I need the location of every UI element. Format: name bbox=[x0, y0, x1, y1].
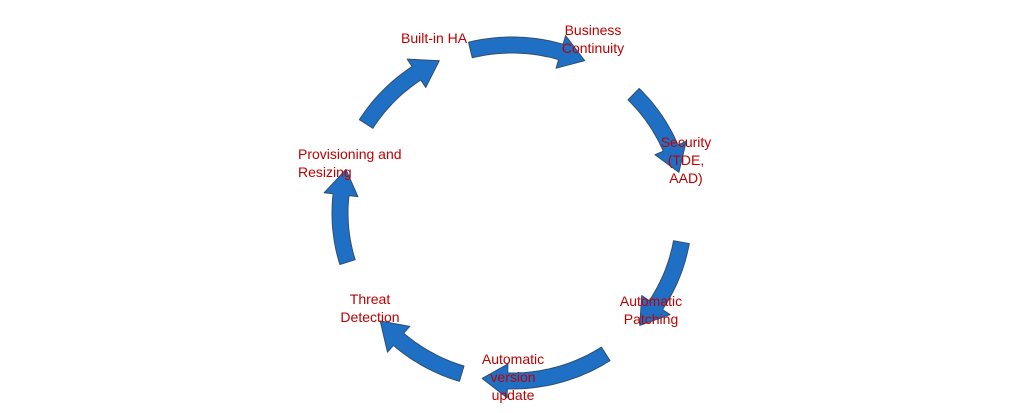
label-line: (TDE, bbox=[667, 152, 705, 168]
label-builtin-ha: Built-in HA bbox=[401, 29, 467, 47]
label-security: Security (TDE, AAD) bbox=[648, 133, 724, 187]
label-line: Patching bbox=[623, 311, 679, 327]
label-business-continuity: Business Continuity bbox=[553, 21, 633, 57]
label-line: Continuity bbox=[561, 40, 625, 56]
label-automatic-patching: Automatic Patching bbox=[604, 292, 698, 328]
label-automatic-version-update: Automatic version update bbox=[466, 350, 560, 404]
arrow-threat-to-provisioning bbox=[323, 169, 359, 265]
arrow-continuity-to-security bbox=[627, 88, 687, 173]
label-line: Security bbox=[660, 134, 712, 150]
label-provisioning-resizing: Provisioning and Resizing bbox=[298, 145, 402, 181]
label-line: Automatic bbox=[481, 351, 545, 367]
label-line: Detection bbox=[340, 309, 400, 325]
label-line: Threat bbox=[349, 291, 391, 307]
arrow-security-to-patching bbox=[639, 240, 690, 326]
label-line: Business bbox=[564, 22, 622, 38]
label-line: Resizing bbox=[298, 164, 352, 180]
label-threat-detection: Threat Detection bbox=[328, 290, 412, 326]
label-line: AAD) bbox=[669, 170, 703, 186]
label-line: version bbox=[490, 369, 536, 385]
label-line: update bbox=[491, 387, 535, 403]
label-line: Automatic bbox=[619, 293, 683, 309]
arrow-patching-to-version-update bbox=[481, 346, 611, 399]
label-line: Built-in HA bbox=[401, 30, 468, 46]
arrow-builtin-to-continuity bbox=[468, 35, 586, 69]
arrow-version-update-to-threat bbox=[379, 320, 465, 382]
label-line: Provisioning and bbox=[298, 146, 402, 162]
arrow-provisioning-to-builtin bbox=[358, 58, 440, 129]
